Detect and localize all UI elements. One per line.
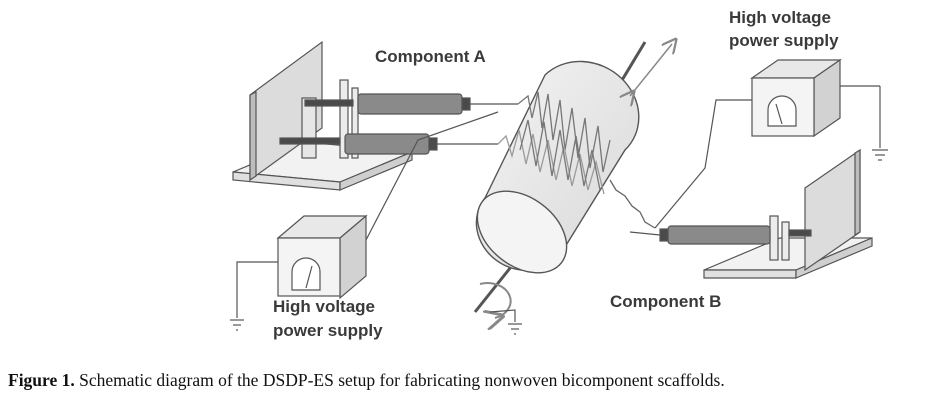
rotating-drum-collector xyxy=(473,41,647,313)
syringe-pump-a xyxy=(232,40,518,191)
high-voltage-power-supply-bottom xyxy=(230,111,522,335)
syringe-pump-b xyxy=(629,148,873,279)
label-hv-bottom-line1: High voltage xyxy=(273,297,375,316)
translation-arrow xyxy=(630,44,672,96)
electrospun-fibers xyxy=(497,91,656,229)
label-component-a: Component A xyxy=(375,47,486,66)
figure-caption: Figure 1. Schematic diagram of the DSDP-… xyxy=(8,370,938,391)
caption-label: Figure 1. xyxy=(8,370,75,390)
label-hv-top-line2: power supply xyxy=(729,31,839,50)
label-hv-top-line1: High voltage xyxy=(729,8,831,27)
rotation-arrow xyxy=(479,282,512,318)
label-hv-bottom-line2: power supply xyxy=(273,321,383,340)
caption-text: Schematic diagram of the DSDP-ES setup f… xyxy=(74,370,725,390)
label-component-b: Component B xyxy=(610,292,721,311)
high-voltage-power-supply-top xyxy=(654,58,888,229)
